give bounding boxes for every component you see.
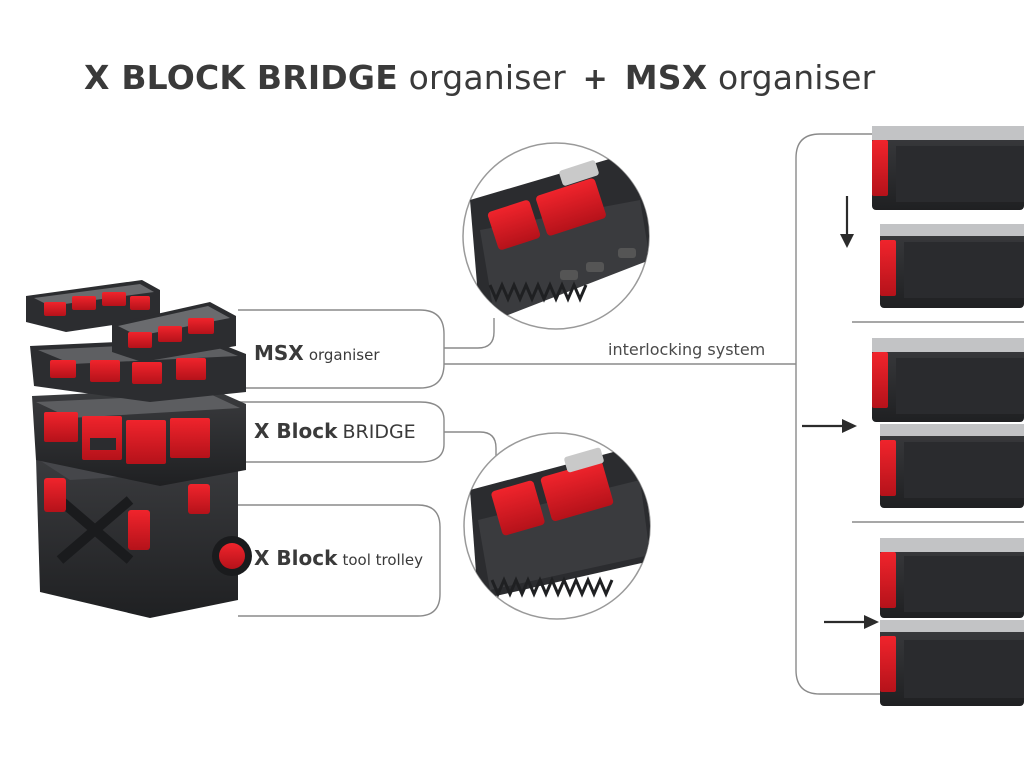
crate-pair-1 — [872, 126, 1024, 308]
label-msx-organiser: MSX organiser — [254, 341, 380, 365]
title-organiser-1: organiser — [408, 58, 566, 97]
title-organiser-2: organiser — [718, 58, 876, 97]
label-msx-light: organiser — [308, 346, 380, 364]
msx-organiser-upper-right-image — [112, 302, 236, 362]
msx-organiser-upper-left-image — [26, 280, 160, 332]
detail-magnifier-top — [462, 142, 650, 330]
arrow-right-icon — [824, 615, 879, 629]
crate-pair-2 — [872, 338, 1024, 508]
label-bridge-light: BRIDGE — [342, 421, 416, 443]
detail-magnifier-bottom — [463, 432, 651, 620]
connector-lines — [238, 133, 1024, 695]
title-msx: MSX — [624, 58, 708, 97]
interlocking-system-label: interlocking system — [608, 340, 766, 359]
label-trolley-light: tool trolley — [342, 551, 423, 569]
title-plus: + — [582, 62, 608, 97]
label-trolley-bold: X Block — [254, 546, 338, 570]
x-block-bridge-image — [32, 388, 246, 486]
arrow-right-icon — [802, 419, 857, 433]
label-x-block-trolley: X Block tool trolley — [254, 546, 423, 570]
label-msx-bold: MSX — [254, 341, 304, 365]
title-bridge: X BLOCK BRIDGE — [84, 58, 398, 97]
arrow-down-icon — [840, 196, 854, 248]
crate-pair-3 — [880, 538, 1024, 706]
label-x-block-bridge: X Block BRIDGE — [254, 419, 416, 443]
label-bridge-bold: X Block — [254, 419, 338, 443]
page-title: X BLOCK BRIDGE organiser + MSX organiser — [84, 58, 875, 97]
product-stack — [26, 280, 252, 618]
